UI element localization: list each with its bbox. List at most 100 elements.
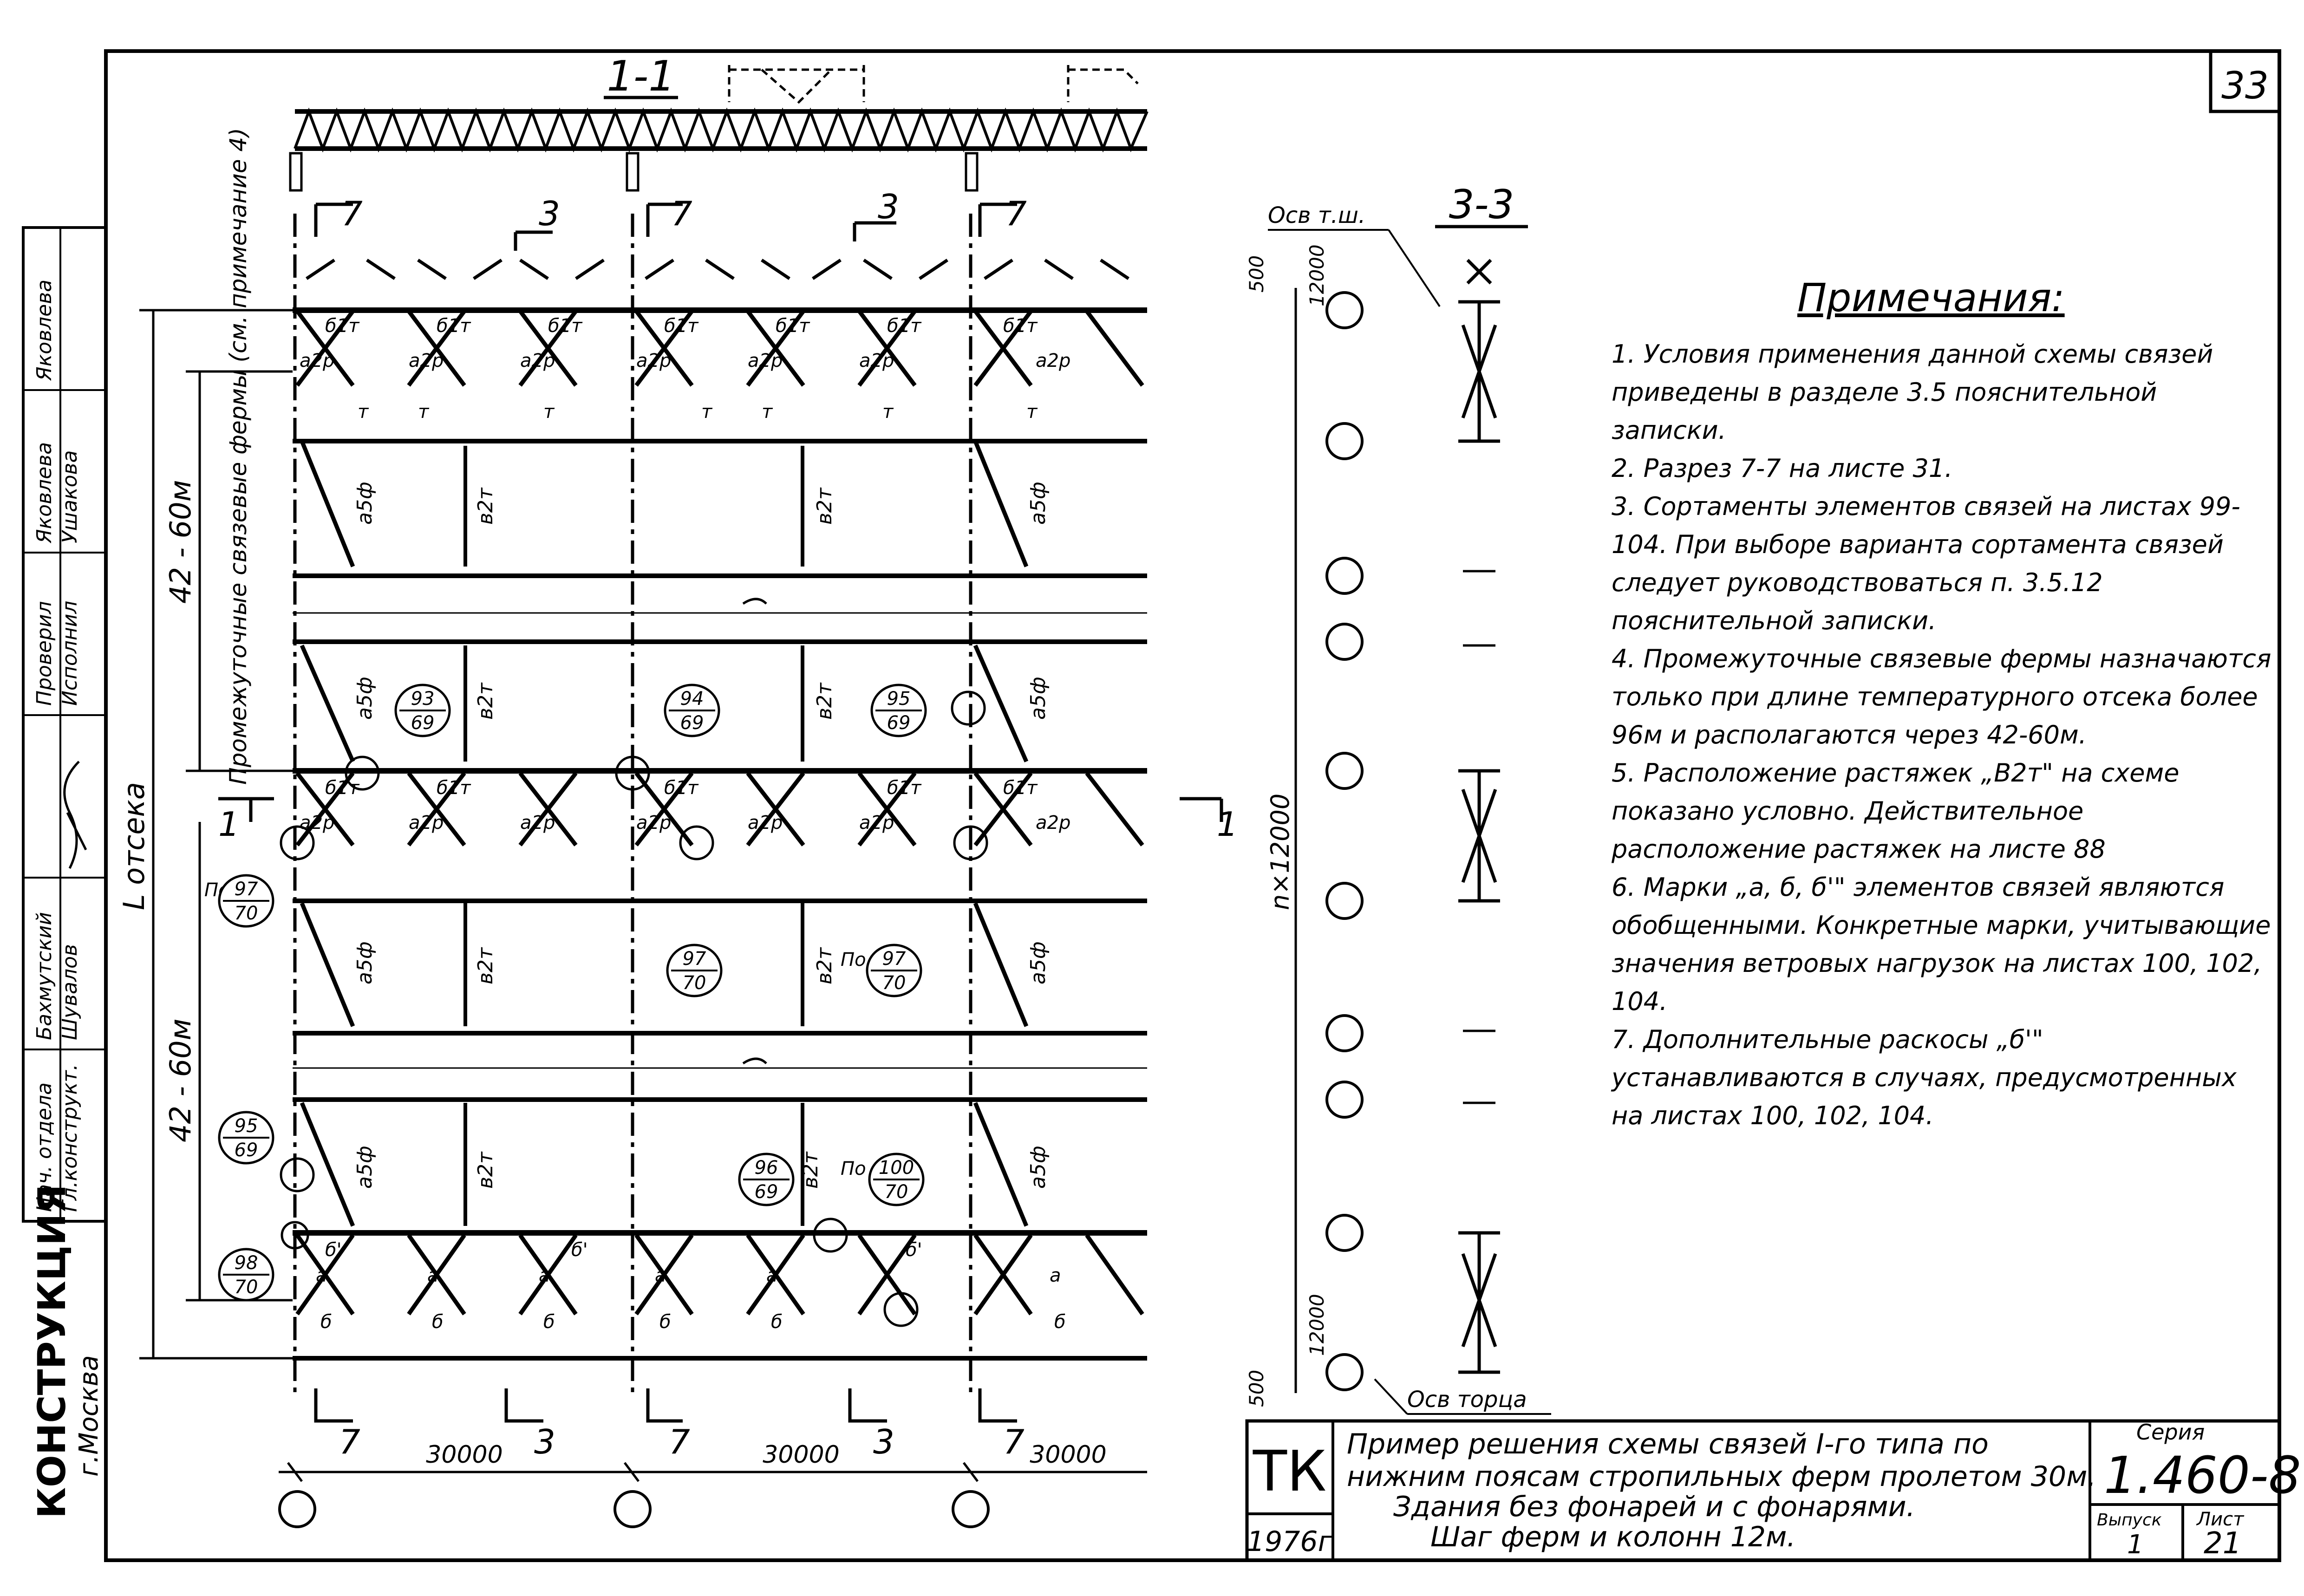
section-1-1-truss: 1-1 bbox=[289, 52, 1149, 192]
note-item-7: 7. Дополнительные раскосы „б'" устанавли… bbox=[1612, 1025, 2237, 1130]
callout-97-70-right: По 97 70 bbox=[841, 944, 922, 997]
label-a2r: а2р bbox=[1036, 812, 1070, 834]
callout-7-sheet: 69 bbox=[755, 1181, 778, 1203]
label-v2t: в2т bbox=[813, 947, 836, 984]
section-1-1-label: 1-1 bbox=[607, 52, 675, 101]
span-label-1: 42 - 60м bbox=[163, 480, 197, 604]
note-item-6: 6. Марки „а, б, б'" элементов связей явл… bbox=[1612, 873, 2271, 1016]
label-t: т bbox=[762, 401, 773, 423]
callout-97-70-mid: 97 70 bbox=[666, 944, 723, 997]
dim-500-bottom: 500 bbox=[1245, 1370, 1268, 1407]
section-mark-bottom-0: 7 bbox=[339, 1422, 360, 1461]
callout-96-69: 96 69 bbox=[738, 1153, 795, 1206]
label-a: а bbox=[655, 1265, 666, 1286]
section-mark-bottom-3: 3 bbox=[873, 1422, 894, 1461]
callout-8-sheet: 70 bbox=[885, 1181, 908, 1203]
label-t: т bbox=[882, 401, 894, 423]
label-a2r: а2р bbox=[300, 350, 334, 371]
section-3-3-label: 3-3 bbox=[1449, 182, 1514, 228]
label-b1t: б1т bbox=[437, 777, 471, 799]
label-t: т bbox=[543, 401, 555, 423]
intermediate-truss-note: Промежуточные связевые фермы (см. примеч… bbox=[225, 128, 252, 785]
label-a5f: а5ф bbox=[1026, 941, 1050, 984]
label-a: а bbox=[316, 1265, 327, 1286]
label-a2r: а2р bbox=[520, 812, 555, 834]
callout-0-num: 93 bbox=[411, 688, 435, 710]
label-a5f: а5ф bbox=[1026, 482, 1050, 525]
callout-3-num: 97 bbox=[235, 879, 258, 900]
label-a5f: а5ф bbox=[353, 1146, 377, 1189]
page-number-box bbox=[2209, 49, 2281, 113]
dim-12000-top: 12000 bbox=[1305, 244, 1328, 306]
label-b1t: б1т bbox=[548, 315, 583, 337]
stamp-row-1-name: Шувалов bbox=[58, 944, 82, 1040]
dim-12000-bottom: 12000 bbox=[1305, 1294, 1328, 1356]
label-v2t: в2т bbox=[813, 487, 836, 525]
label-b1t: б1т bbox=[776, 315, 810, 337]
section-mark-top-1: 3 bbox=[539, 194, 560, 233]
title-line-3: Здания без фонарей и с фонарями. bbox=[1393, 1491, 1915, 1523]
label-a2r: а2р bbox=[409, 350, 444, 371]
callout-9-sheet: 70 bbox=[235, 1277, 258, 1298]
callout-97-70-left: По 97 70 bbox=[204, 874, 274, 928]
page-number: 33 bbox=[2221, 64, 2269, 107]
label-b: б bbox=[543, 1311, 555, 1333]
label-v2t: в2т bbox=[799, 1151, 822, 1189]
stamp-row-4-name: Яковлева bbox=[33, 280, 56, 381]
callout-2-sheet: 69 bbox=[887, 712, 911, 734]
label-a: а bbox=[766, 1265, 778, 1286]
label-b: б bbox=[432, 1311, 444, 1333]
series-label: Серия bbox=[2136, 1420, 2205, 1445]
callout-1-num: 94 bbox=[680, 688, 704, 710]
bay-dim-1: 30000 bbox=[763, 1441, 839, 1469]
axis-label: Осв т.ш. bbox=[1268, 202, 1365, 228]
callouts: 93 69 94 69 95 69 По 97 70 bbox=[204, 684, 927, 1302]
label-a2r: а2р bbox=[636, 812, 671, 834]
title-line-2: нижним поясам стропильных ферм пролетом … bbox=[1347, 1460, 2096, 1493]
label-v2t: в2т bbox=[474, 1151, 497, 1189]
label-t: т bbox=[358, 401, 369, 423]
label-v2t: в2т bbox=[474, 947, 497, 984]
callout-4-num: 97 bbox=[683, 948, 706, 970]
callout-8-prefix: По bbox=[841, 1158, 866, 1179]
label-b-prime: б' bbox=[571, 1239, 588, 1261]
callout-4-sheet: 70 bbox=[683, 972, 706, 994]
label-a2r: а2р bbox=[748, 350, 783, 371]
callout-93-69: 93 69 bbox=[394, 684, 451, 737]
segment-label: L отсека bbox=[117, 782, 151, 910]
label-a: а bbox=[539, 1265, 550, 1286]
callout-2-num: 95 bbox=[887, 688, 911, 710]
label-b1t: б1т bbox=[887, 777, 922, 799]
callout-95-69-bottom: 95 69 bbox=[218, 1111, 274, 1165]
note-item-2: 2. Разрез 7-7 на листе 31. bbox=[1612, 454, 1953, 483]
label-a2r: а2р bbox=[859, 812, 894, 834]
bay-dim-2: 30000 bbox=[1030, 1441, 1106, 1469]
label-v2t: в2т bbox=[474, 682, 497, 720]
callout-9-num: 98 bbox=[235, 1252, 258, 1274]
callout-1-sheet: 69 bbox=[680, 712, 704, 734]
stamp-row-1-position: Гл.конструкт. bbox=[58, 1064, 82, 1212]
callout-100-70: По 100 70 bbox=[841, 1153, 925, 1206]
label-b: б bbox=[659, 1311, 671, 1333]
callout-6-num: 95 bbox=[235, 1115, 258, 1137]
label-a5f: а5ф bbox=[353, 677, 377, 720]
stamp-row-0-name: Бахмутский bbox=[33, 912, 56, 1040]
callout-8-num: 100 bbox=[879, 1157, 914, 1179]
label-t: т bbox=[418, 401, 430, 423]
label-a: а bbox=[427, 1265, 439, 1286]
label-b1t: б1т bbox=[664, 777, 699, 799]
note-item-4: 4. Промежуточные связевые фермы назначаю… bbox=[1612, 644, 2271, 749]
stamp-row-3-name: Ушакова bbox=[58, 450, 82, 543]
label-a5f: а5ф bbox=[1026, 1146, 1050, 1189]
sheet-value: 21 bbox=[2204, 1526, 2241, 1561]
callout-95-69-top: 95 69 bbox=[870, 684, 927, 737]
dim-500-top: 500 bbox=[1245, 255, 1268, 293]
label-b-prime: б' bbox=[325, 1239, 342, 1261]
label-v2t: в2т bbox=[474, 487, 497, 525]
section-mark-top-3: 3 bbox=[878, 187, 899, 226]
approval-stamp: Нач. отдела Гл.конструкт. Бахмутский Шув… bbox=[22, 226, 107, 1223]
title-line-4: Шаг ферм и колонн 12м. bbox=[1430, 1521, 1795, 1553]
publisher-city: г.Москва bbox=[74, 1355, 104, 1477]
label-a2r: а2р bbox=[1036, 350, 1070, 371]
